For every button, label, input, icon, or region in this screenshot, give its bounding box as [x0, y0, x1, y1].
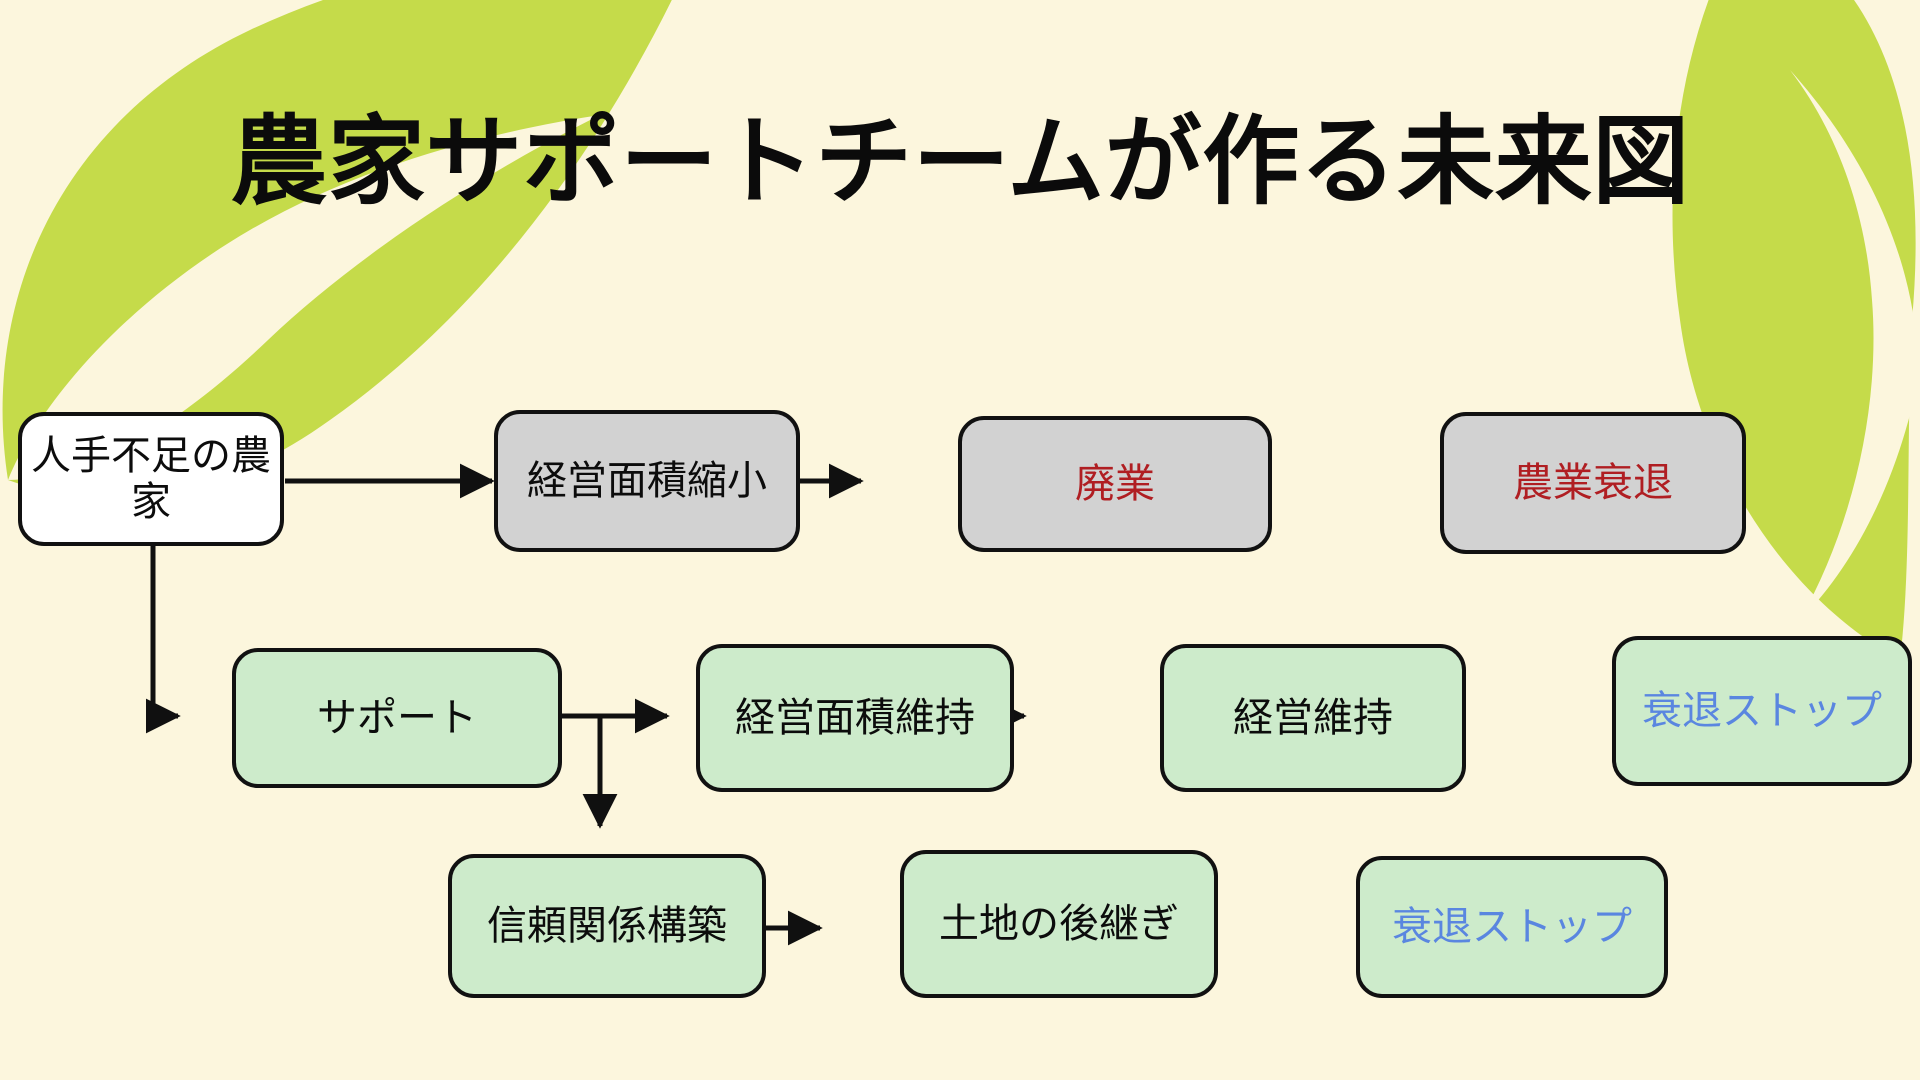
node-labor-shortage-farm[interactable]: 人手不足の農家	[18, 412, 284, 546]
node-maintain-business[interactable]: 経営維持	[1160, 644, 1466, 792]
node-build-trust[interactable]: 信頼関係構築	[448, 854, 766, 998]
node-label: 経営面積維持	[735, 695, 975, 741]
node-label: 土地の後継ぎ	[939, 901, 1179, 947]
node-label: 農業衰退	[1513, 460, 1673, 506]
node-support[interactable]: サポート	[232, 648, 562, 788]
node-label: 衰退ストップ	[1392, 904, 1632, 950]
edge-n1-n5	[145, 545, 181, 734]
node-label: サポート	[317, 695, 477, 741]
node-farm-area-reduction[interactable]: 経営面積縮小	[494, 410, 800, 552]
node-decline-stop-top[interactable]: 衰退ストップ	[1612, 636, 1912, 786]
node-label: 人手不足の農家	[31, 433, 271, 525]
node-label: 経営面積縮小	[527, 458, 767, 504]
node-label: 信頼関係構築	[487, 903, 727, 949]
node-maintain-farm-area[interactable]: 経営面積維持	[696, 644, 1014, 792]
node-decline-stop-bottom[interactable]: 衰退ストップ	[1356, 856, 1668, 998]
node-land-successor[interactable]: 土地の後継ぎ	[900, 850, 1218, 998]
node-label: 衰退ストップ	[1642, 688, 1882, 734]
node-business-closure[interactable]: 廃業	[958, 416, 1272, 552]
node-label: 経営維持	[1233, 695, 1393, 741]
node-agriculture-decline[interactable]: 農業衰退	[1440, 412, 1746, 554]
node-label: 廃業	[1075, 461, 1155, 507]
page-title: 農家サポートチームが作る未来図	[230, 105, 1690, 218]
